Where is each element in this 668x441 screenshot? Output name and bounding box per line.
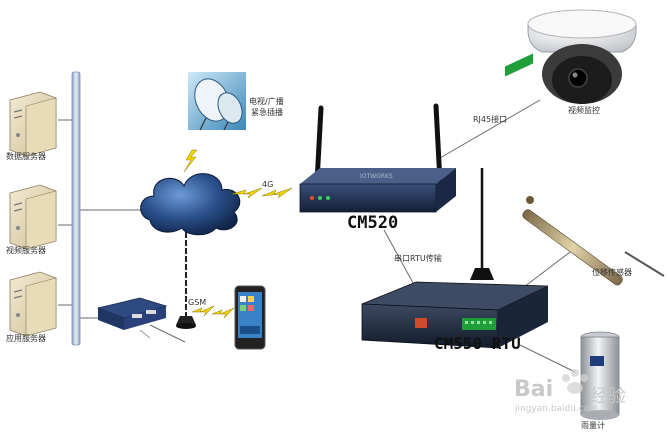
router-name: CM520 <box>347 213 399 233</box>
lightning-icons <box>183 149 293 319</box>
displacement-sensor-icon <box>522 196 665 286</box>
cloud-icon <box>140 173 241 236</box>
smartphone-icon <box>234 285 266 350</box>
router-cm520-icon: IOTWORKS <box>299 103 456 213</box>
watermark-brand2: 经验 <box>590 386 626 407</box>
sensor-label: 位移传感器 <box>592 268 632 277</box>
fourg-link-label: 4G <box>262 180 274 189</box>
rtu-name: CM550 RTU <box>434 334 521 353</box>
video-server-label: 视频服务器 <box>6 246 46 255</box>
rj45-link-label: RJ45接口 <box>473 115 508 124</box>
rtu-cm550-icon <box>361 53 549 349</box>
watermark-paw-icon <box>562 369 588 394</box>
video-server-icon <box>9 184 57 250</box>
rack-pole <box>71 71 81 346</box>
gsm-link-label: GSM <box>188 298 207 307</box>
gsm-terminal-icon <box>96 297 168 339</box>
app-server-label: 应用服务器 <box>6 334 46 343</box>
data-server-icon <box>9 91 57 157</box>
watermark-brand: Bai <box>514 377 554 402</box>
data-server-label: 数据服务器 <box>6 152 46 161</box>
broadcast-label-line2: 紧急插播 <box>251 108 283 117</box>
rain-gauge-label: 雨量计 <box>581 421 605 430</box>
svg-text:IOTWORKS: IOTWORKS <box>360 173 393 180</box>
camera-label: 视频监控 <box>568 106 600 115</box>
connection-lines <box>58 99 579 373</box>
broadcast-label-line1: 电视/广播 <box>249 97 284 106</box>
dome-camera-icon <box>527 9 637 104</box>
satellite-dish-icon <box>188 72 246 131</box>
watermark-url: jingyan.baidu.com <box>515 404 599 414</box>
gsm-antenna-icon <box>176 232 196 329</box>
serial-link-label: 串口RTU传输 <box>394 254 442 263</box>
app-server-icon <box>9 271 57 337</box>
